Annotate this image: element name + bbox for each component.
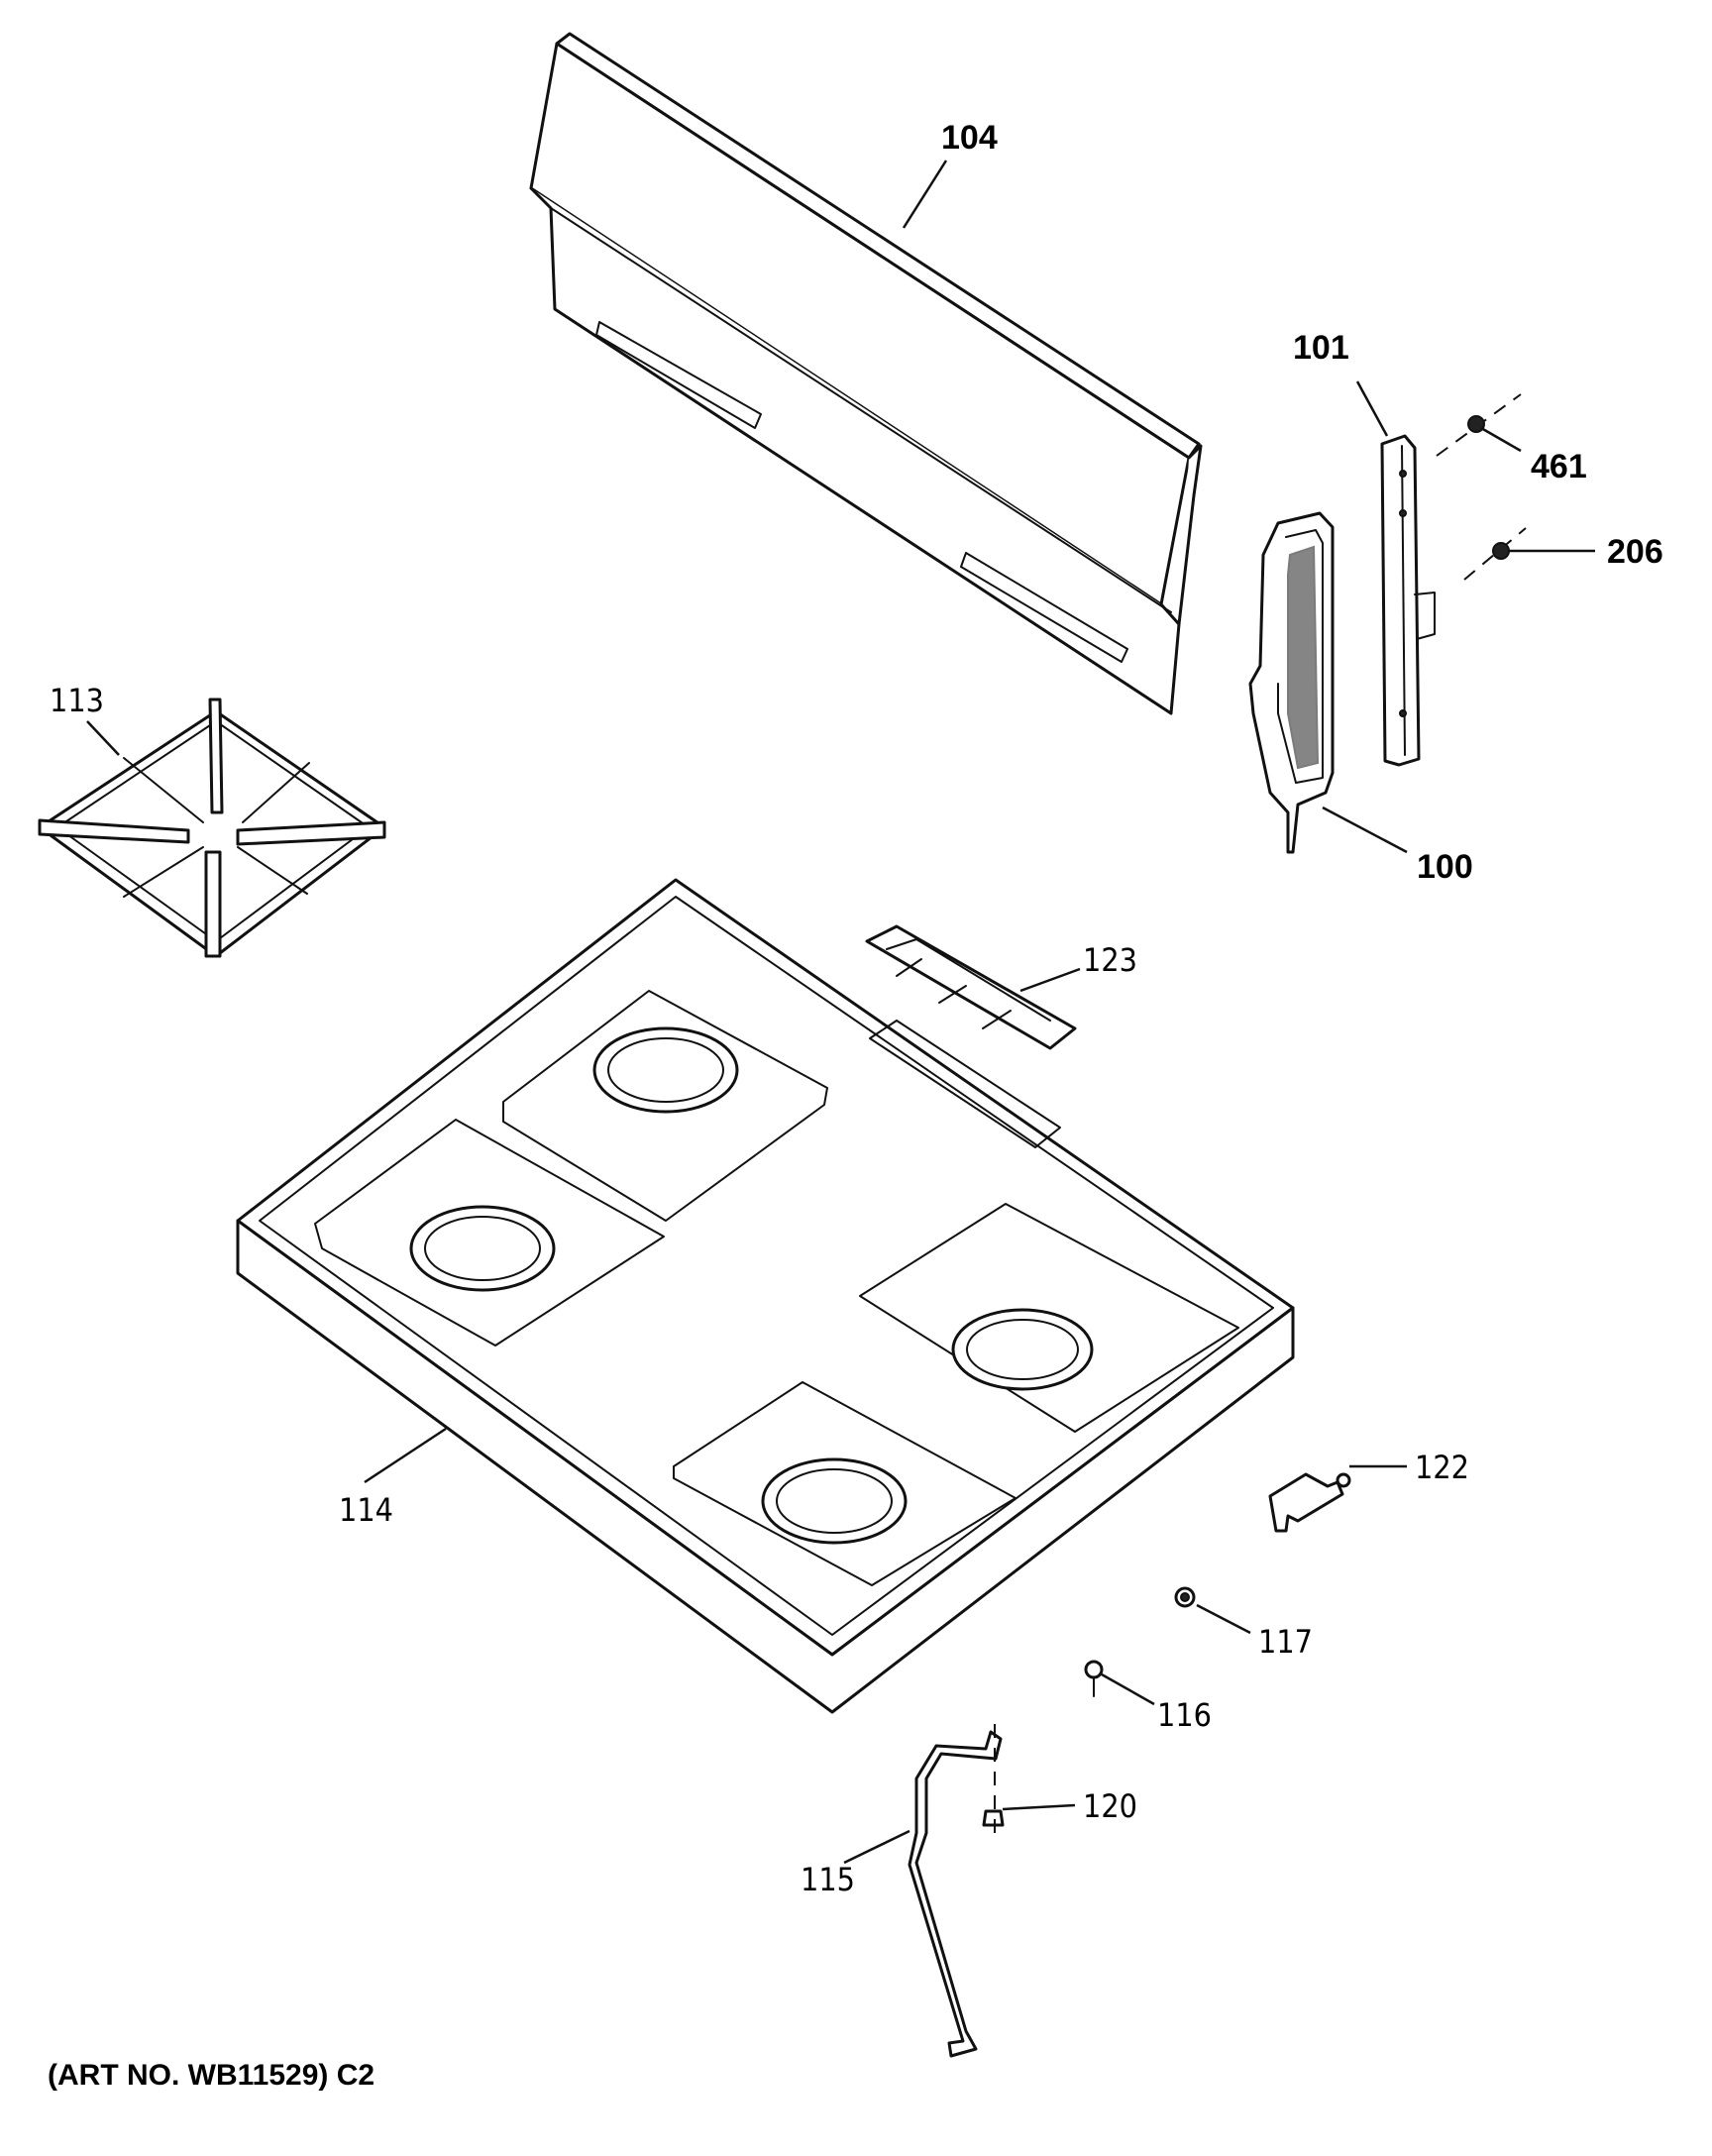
art-number-caption: (ART NO. WB11529) C2 (48, 2059, 375, 2092)
leader-117 (1196, 1603, 1251, 1635)
bracket-122 (1268, 1472, 1351, 1533)
callout-113: 113 (50, 682, 104, 719)
leader-123 (1019, 967, 1081, 993)
callout-101: 101 (1293, 329, 1349, 367)
leader-461 (1480, 426, 1522, 453)
screw-206 (1463, 527, 1527, 581)
screw-461 (1436, 393, 1522, 457)
leader-101 (1355, 380, 1389, 437)
leader-104 (902, 160, 948, 229)
callout-461: 461 (1531, 448, 1587, 485)
bracket-strip-101 (1380, 434, 1436, 767)
callout-206: 206 (1607, 533, 1663, 571)
callout-115: 115 (801, 1861, 855, 1898)
callout-114: 114 (339, 1491, 393, 1529)
burner-grate-113 (38, 698, 386, 958)
screw-116 (1084, 1660, 1104, 1697)
callout-100: 100 (1417, 848, 1473, 886)
callout-120: 120 (1083, 1787, 1137, 1825)
leader-114 (364, 1427, 447, 1484)
backguard-panel-104 (529, 32, 1203, 715)
vent-grille-123 (865, 924, 1077, 1050)
leader-113 (86, 720, 120, 756)
nut-120 (982, 1809, 1005, 1827)
leader-lines (86, 160, 1595, 1865)
callout-104: 104 (941, 119, 998, 157)
leader-100 (1322, 806, 1408, 854)
leader-115 (843, 1829, 910, 1865)
leader-120 (1002, 1803, 1076, 1811)
callout-122: 122 (1415, 1449, 1469, 1486)
callout-123: 123 (1083, 941, 1137, 979)
nut-117 (1174, 1586, 1196, 1608)
leader-116 (1101, 1672, 1155, 1706)
rod-115 (908, 1724, 1003, 2058)
cooktop-114 (236, 878, 1295, 1714)
callout-117: 117 (1258, 1623, 1313, 1661)
callout-116: 116 (1157, 1696, 1212, 1734)
side-trim-100 (1248, 511, 1335, 854)
